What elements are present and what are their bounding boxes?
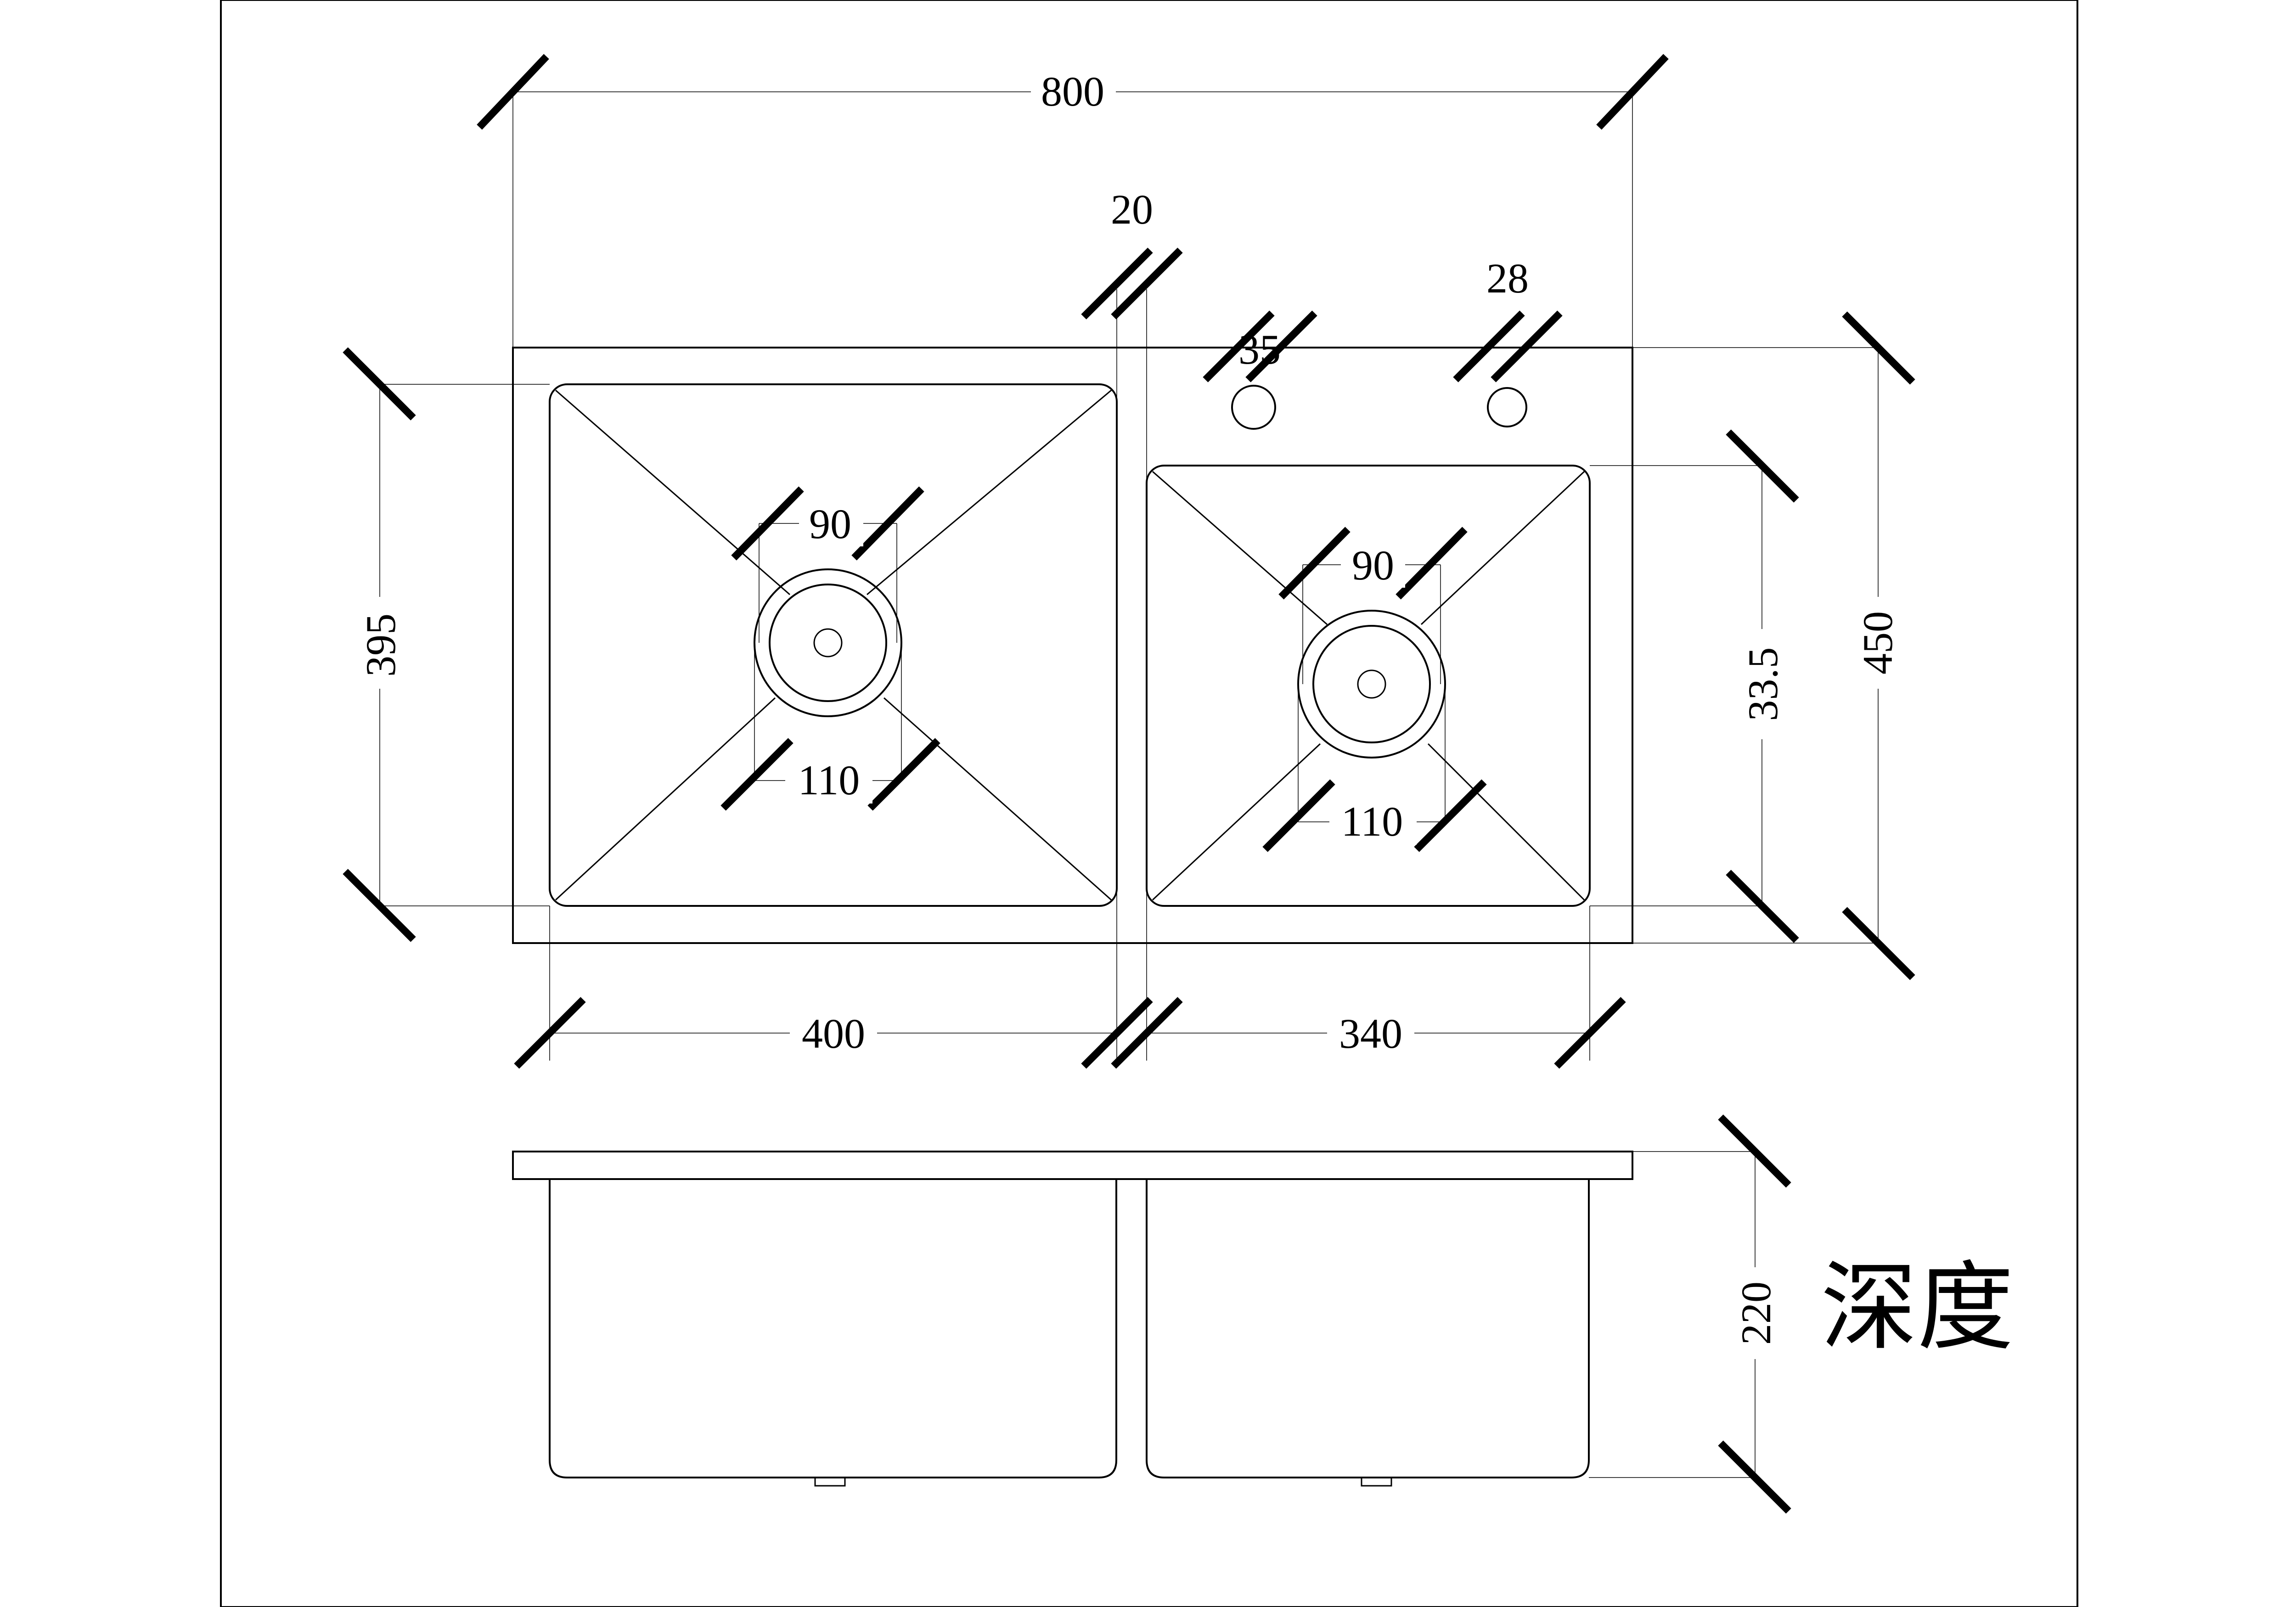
right-drain-inner xyxy=(1312,625,1431,743)
side-left-drain xyxy=(814,1477,846,1487)
right-drain-diameter-label: 90 xyxy=(1352,542,1394,589)
bowl-depth-label: 220 xyxy=(1733,1281,1779,1345)
overall-width-label: 800 xyxy=(1041,68,1104,115)
faucet-hole-2 xyxy=(1487,387,1527,427)
faucet-hole-1 xyxy=(1231,385,1276,430)
dimension-labels: 800 20 28 35 90 110 90 110 400 340 395 3… xyxy=(354,68,2014,1364)
drain-dimension-lines xyxy=(754,523,1446,822)
left-drain-inner xyxy=(769,584,887,702)
side-view xyxy=(512,1151,1633,1487)
hole-offset-label: 35 xyxy=(1238,326,1281,373)
left-drain-diameter-label: 90 xyxy=(809,500,851,547)
dimension-lines xyxy=(343,54,1915,1514)
hole-spacing-label: 28 xyxy=(1486,255,1529,302)
center-gap-label: 20 xyxy=(1111,186,1153,233)
left-bowl xyxy=(549,383,1118,907)
side-right-drain xyxy=(1361,1477,1392,1487)
left-drain-outer-label: 110 xyxy=(798,757,860,804)
drawing-border xyxy=(220,0,2078,1607)
right-bowl-width-label: 340 xyxy=(1339,1010,1402,1057)
right-drain-outer-label: 110 xyxy=(1341,798,1403,845)
right-bowl-offset-label: 33.5 xyxy=(1739,647,1786,721)
side-top-rim xyxy=(512,1151,1633,1180)
depth-title: 深度 xyxy=(1821,1251,2014,1364)
left-drain-outer xyxy=(754,568,902,717)
left-bowl-length-label: 395 xyxy=(357,613,404,677)
right-bowl xyxy=(1146,465,1591,907)
overall-depth-label: 450 xyxy=(1854,611,1901,674)
sink-outline xyxy=(512,347,1633,944)
right-drain-hole xyxy=(1357,669,1386,699)
left-drain-hole xyxy=(813,628,843,657)
side-left-bowl xyxy=(549,1179,1117,1478)
side-right-bowl xyxy=(1146,1179,1590,1478)
right-drain-outer xyxy=(1297,610,1446,759)
top-view xyxy=(512,347,1633,944)
left-bowl-width-label: 400 xyxy=(802,1010,865,1057)
